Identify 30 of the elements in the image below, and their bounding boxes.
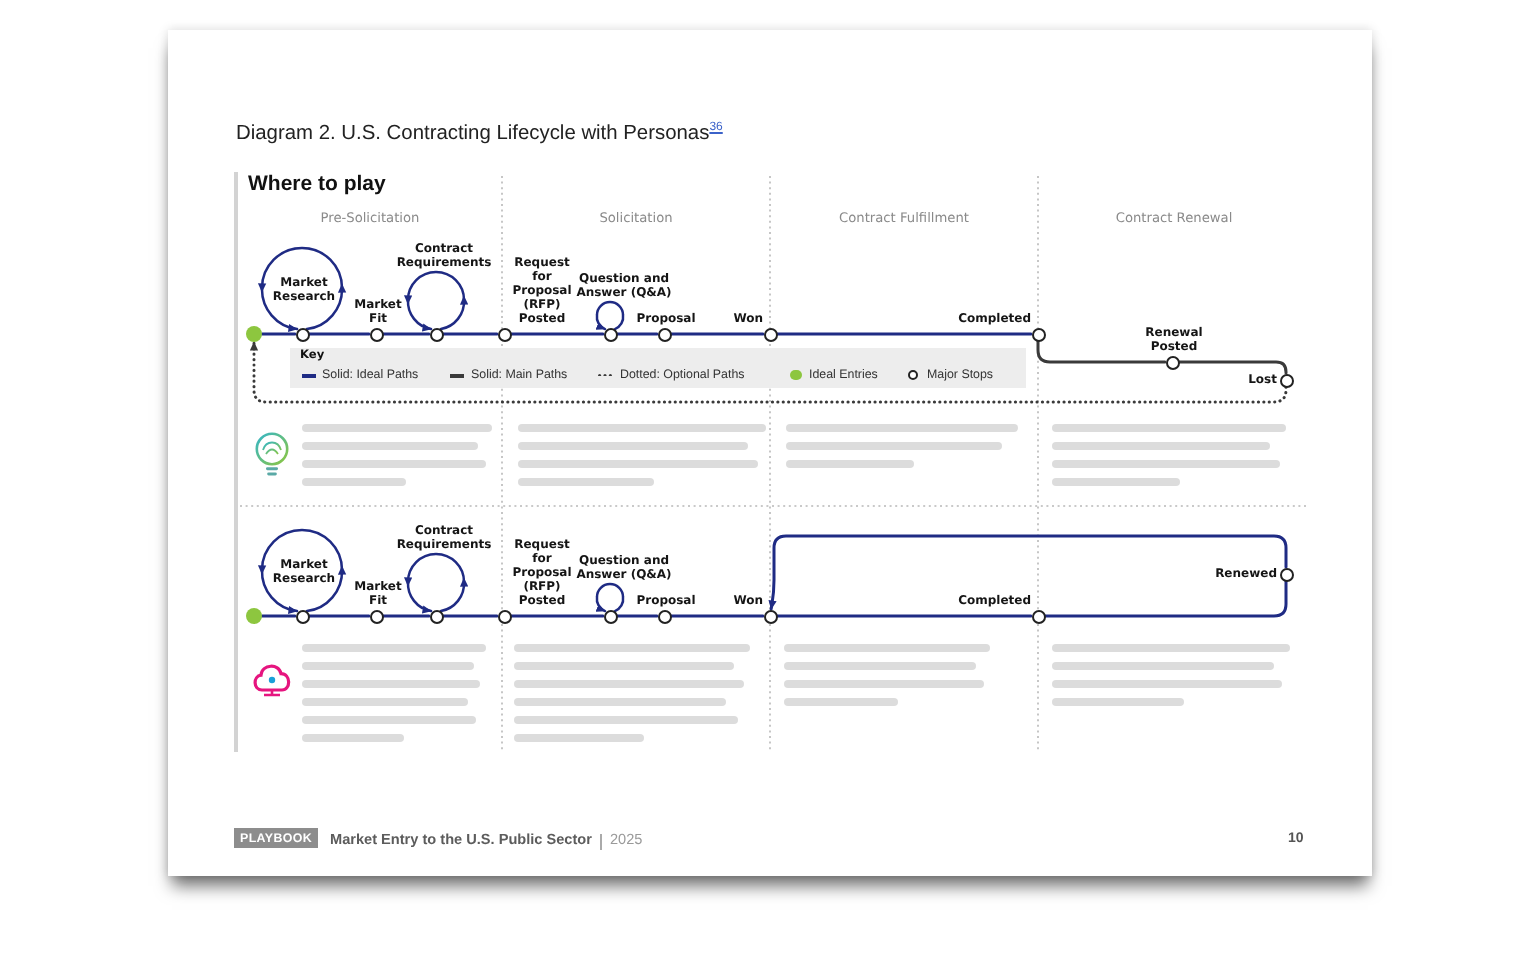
connector-line [1036,339,1167,364]
loop-arrow [595,300,625,331]
connector-line [509,332,605,336]
connector-line [509,614,605,618]
loop-arrow [404,552,468,614]
loop-arrow [404,270,468,332]
connector-line [260,614,297,618]
connector-line [441,614,499,618]
connector-line [669,614,765,618]
diagram-title: Diagram 2. U.S. Contracting Lifecycle with Personas$^{36}$ [236,122,723,148]
connector-line [307,614,371,618]
connector-line [307,332,371,336]
connector-line [1043,579,1288,618]
dotted-arrow [249,340,1288,404]
connector-line [615,332,659,336]
connector-line [775,332,1033,336]
connector-line [381,332,431,336]
panel-heading: Where to play [248,171,386,197]
connector-line [775,614,1033,618]
connector-line [615,614,659,618]
arrow [768,534,1288,611]
footnote-link: 36 [709,122,723,134]
connector-line [669,332,765,336]
connector-line [441,332,499,336]
connector-line [381,614,431,618]
connector-line [1177,360,1288,375]
loop-arrow [258,528,347,614]
loop-arrow [258,246,347,332]
loop-arrow [595,582,625,613]
connector-line [260,332,297,336]
